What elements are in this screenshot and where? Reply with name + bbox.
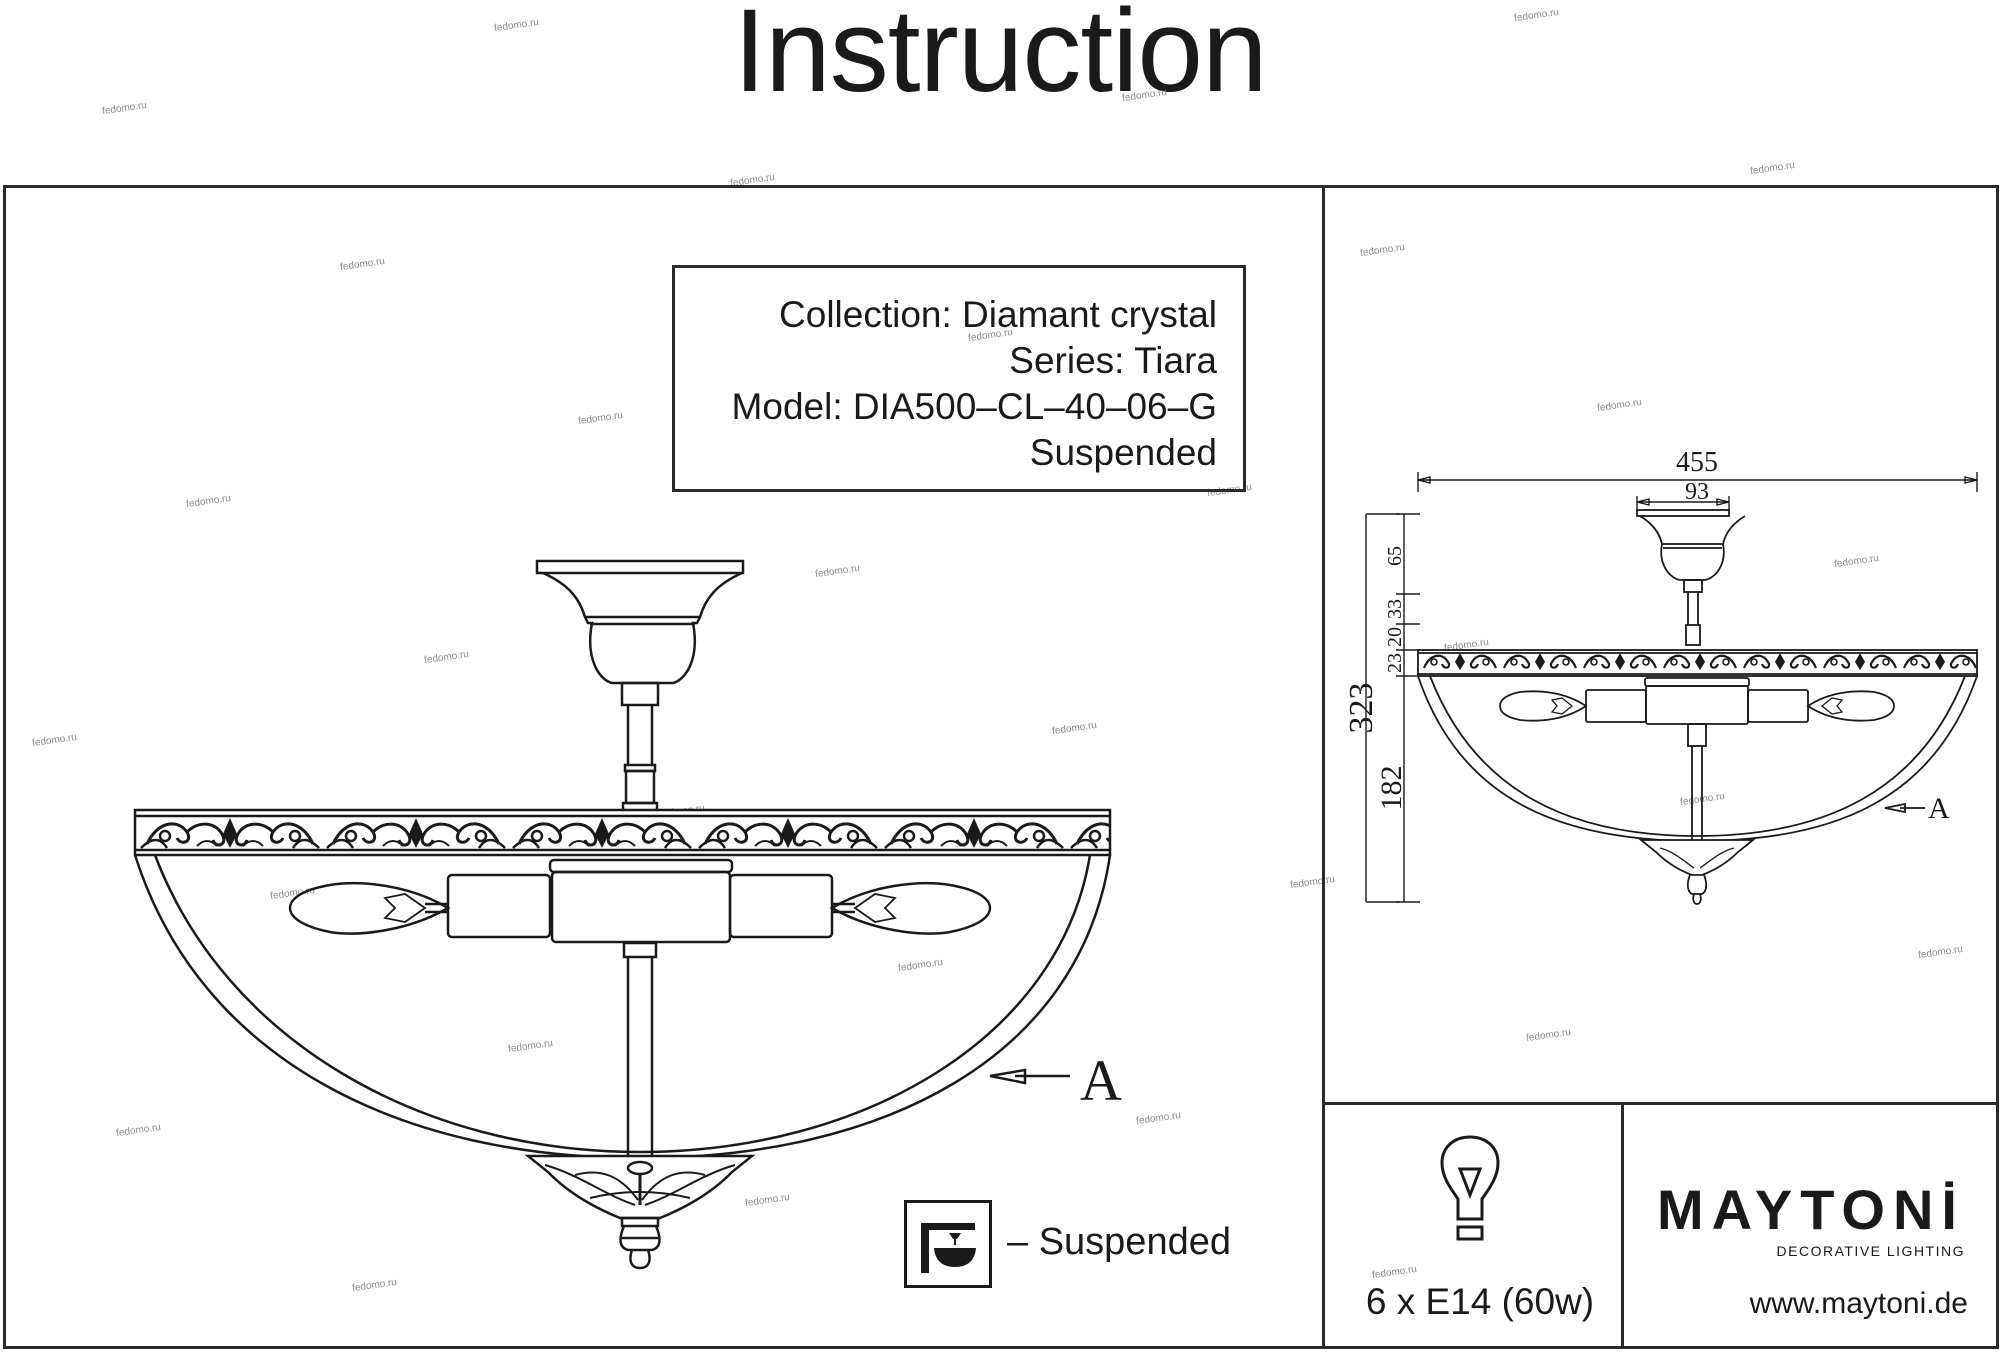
dimension-canopy-width: 93 — [1685, 479, 1709, 505]
frame-right-border — [1996, 185, 1999, 1349]
lamp-outline-small — [1417, 509, 1978, 905]
dimension-rod-upper: 33 — [1384, 599, 1406, 619]
light-bulb-icon — [1440, 1135, 1500, 1241]
frame-bottom-border — [3, 1346, 1999, 1349]
lamp-outline — [133, 559, 1112, 1270]
dimension-band-height: 23 — [1384, 653, 1406, 673]
product-drawing-main: A — [133, 559, 1122, 1270]
brand-tagline: DECORATIVE LIGHTING — [1776, 1243, 1965, 1259]
bulb-spec-label: 6 x E14 (60w) — [1365, 1281, 1595, 1322]
callout-label-a-small: A — [1928, 792, 1950, 825]
dimension-shade-depth: 182 — [1375, 766, 1408, 811]
frame-panel-divider — [1322, 185, 1325, 1349]
frame-left-border — [3, 185, 6, 1349]
callout-label-a: A — [1080, 1048, 1122, 1113]
collection-label: Collection: Diamant crystal — [779, 294, 1217, 335]
brand-website: www.maytoni.de — [1749, 1287, 1968, 1320]
suspended-mount-icon — [904, 1200, 992, 1288]
dimension-overall-width: 455 — [1676, 447, 1718, 478]
page-title: Instruction — [733, 0, 1267, 117]
frame-footer-divider — [1322, 1102, 1999, 1105]
frame-footer-split — [1621, 1102, 1624, 1349]
dimension-canopy-height: 65 — [1384, 546, 1406, 566]
product-info-box: Collection: Diamant crystal Series: Tiar… — [672, 265, 1246, 492]
dimension-rod-lower: 20 — [1384, 627, 1406, 647]
brand-logo: MAYTONİ — [1656, 1178, 1965, 1241]
dimension-lines — [1365, 472, 1978, 903]
frame-top-border — [3, 185, 1999, 188]
model-label: Model: DIA500–CL–40–06–G — [731, 386, 1217, 427]
mount-legend-label: – Suspended — [1007, 1221, 1231, 1263]
series-label: Series: Tiara — [1009, 340, 1217, 381]
mount-type-label: Suspended — [1029, 432, 1217, 473]
dimension-overall-height: 323 — [1343, 683, 1380, 734]
